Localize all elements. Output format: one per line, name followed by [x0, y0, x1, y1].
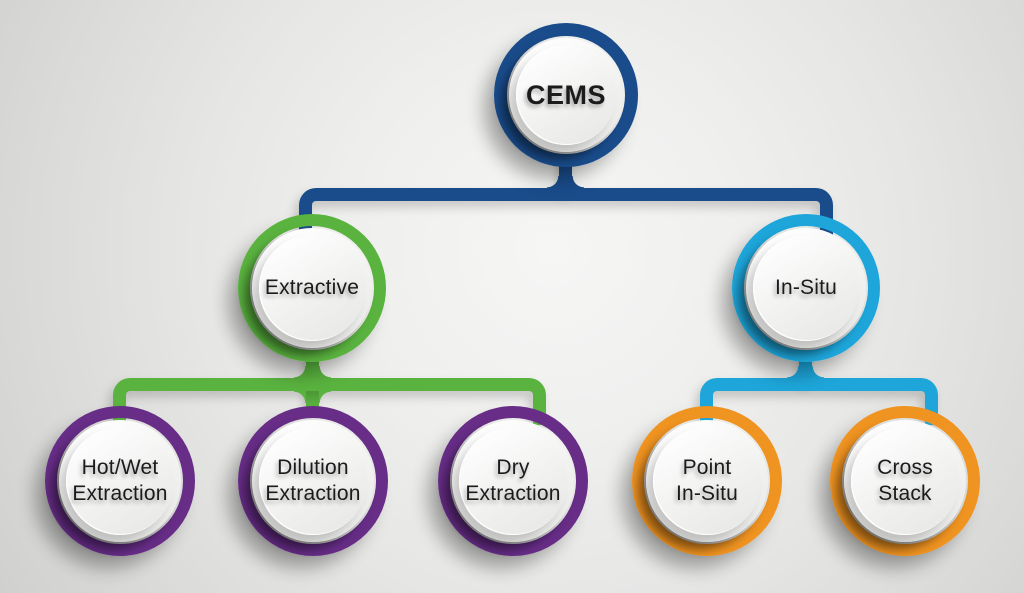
node-label: CEMS — [525, 80, 606, 110]
node-label: Hot/Wet Extraction — [72, 456, 168, 505]
node-point-in-situ: Point In-Situ — [632, 406, 782, 556]
node-label: In-Situ — [774, 276, 838, 299]
node-disc: Dilution Extraction — [252, 420, 374, 542]
node-label: Extractive — [264, 276, 360, 299]
node-in-situ: In-Situ — [732, 214, 880, 362]
node-disc: CEMS — [509, 38, 623, 152]
node-disc: Cross Stack — [844, 420, 966, 542]
node-disc: Hot/Wet Extraction — [59, 420, 181, 542]
node-label: Dilution Extraction — [265, 456, 361, 505]
node-cems: CEMS — [494, 23, 638, 167]
node-cross-stack: Cross Stack — [830, 406, 980, 556]
node-label: Cross Stack — [877, 456, 933, 505]
node-extractive: Extractive — [238, 214, 386, 362]
connector-cems-children — [299, 188, 833, 235]
connector-fillet — [319, 391, 331, 403]
connector-fillet — [319, 366, 331, 378]
node-label: Point In-Situ — [675, 456, 739, 505]
node-disc: In-Situ — [746, 228, 866, 348]
connector-fillet — [812, 366, 824, 378]
node-disc: Dry Extraction — [452, 420, 574, 542]
node-disc: Extractive — [252, 228, 372, 348]
connector-fillet — [787, 366, 799, 378]
node-disc: Point In-Situ — [646, 420, 768, 542]
connector-fillet — [547, 176, 559, 188]
connector-fillet — [294, 366, 306, 378]
node-label: Dry Extraction — [465, 456, 561, 505]
node-hot-wet-extraction: Hot/Wet Extraction — [45, 406, 195, 556]
connector-fillet — [294, 391, 306, 403]
connector-fillet — [572, 176, 584, 188]
node-dilution-extraction: Dilution Extraction — [238, 406, 388, 556]
node-dry-extraction: Dry Extraction — [438, 406, 588, 556]
